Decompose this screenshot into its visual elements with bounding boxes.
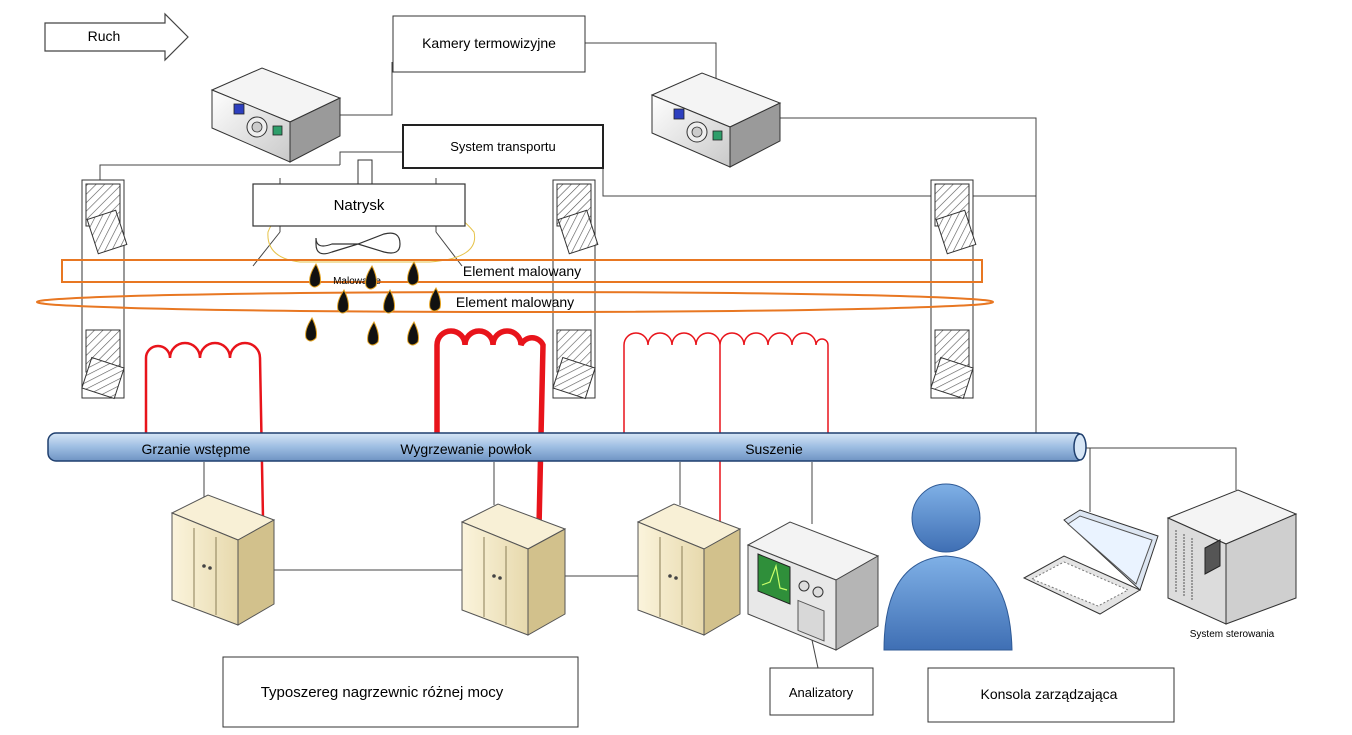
thermal-camera-icon [210,67,342,163]
laptop-icon [1022,509,1159,615]
analyzer-device [746,521,880,651]
heater-server-1 [170,494,276,626]
arrow-right-icon [44,12,189,62]
spray-nozzle-icon [357,159,373,185]
curing-label: Wygrzewanie powłok [400,441,532,457]
painted-element-label-1: Element malowany [463,263,581,279]
thermal-cameras-label: Kamery termowizyjne [422,35,556,51]
analyzers-box: Analizatory [769,667,874,716]
bearing-icon [552,179,599,400]
paint-drops [305,261,441,346]
paint-drop-icon [429,287,441,312]
movement-arrow: Ruch [44,12,189,62]
paint-drop-icon [407,321,419,346]
heater-server-3 [636,503,742,636]
painted-element-rect: Element malowany [61,259,983,283]
heater-series-label: Typoszereg nagrzewnic różnej mocy [261,684,504,701]
management-console-label: Konsola zarządzająca [981,686,1118,702]
heater-server-icon [170,494,276,626]
management-console-box: Konsola zarządzająca [927,667,1175,723]
paint-drop-icon [367,321,379,346]
user-icon [883,483,1013,651]
heater-coil-icon [623,332,829,540]
heater-server-icon [636,503,742,636]
bearing-icon [81,179,128,400]
paint-drop-icon [305,317,317,342]
paint-drop-icon [337,289,349,314]
heater-server-icon [460,503,567,636]
heater-coils [144,328,829,540]
painted-element-label-2: Element malowany [456,294,574,310]
thermal-cameras-box: Kamery termowizyjne [392,15,586,73]
operator [883,483,1013,651]
movement-label: Ruch [88,28,121,44]
heating-bus: Grzanie wstępme Wygrzewanie powłok Susze… [47,432,1087,462]
transport-system-box: System transportu [402,124,604,169]
paint-drop-icon [365,265,377,290]
heater-series-box: Typoszereg nagrzewnic różnej mocy [222,656,579,728]
drying-label: Suszenie [745,441,803,457]
fan-icon [315,232,401,255]
painted-element-ellipse: Element malowany [36,291,994,313]
analyzers-label: Analizatory [789,685,854,700]
control-server-icon [1166,489,1298,625]
thermal-camera-icon [650,72,782,168]
heater-coil-icon [144,341,265,519]
bearing-icon [930,179,977,400]
control-system-label: System sterowania [1190,629,1275,640]
heater-coil-icon [434,328,546,528]
spray-unit: Natrysk [252,159,476,263]
thermal-camera-right [650,72,782,168]
control-system: System sterowania [1166,489,1298,640]
paint-drop-icon [407,261,419,286]
transport-system-label: System transportu [450,139,556,154]
preheat-label: Grzanie wstępme [142,441,251,457]
paint-drop-icon [309,263,321,288]
laptop [1022,509,1159,615]
painting-label: Malowanie [333,276,381,287]
bearing-supports [81,179,977,400]
thermal-camera-left [210,67,342,163]
heater-server-2 [460,503,567,636]
analyzer-icon [746,521,880,651]
paint-drop-icon [383,289,395,314]
spray-label: Natrysk [334,197,385,214]
